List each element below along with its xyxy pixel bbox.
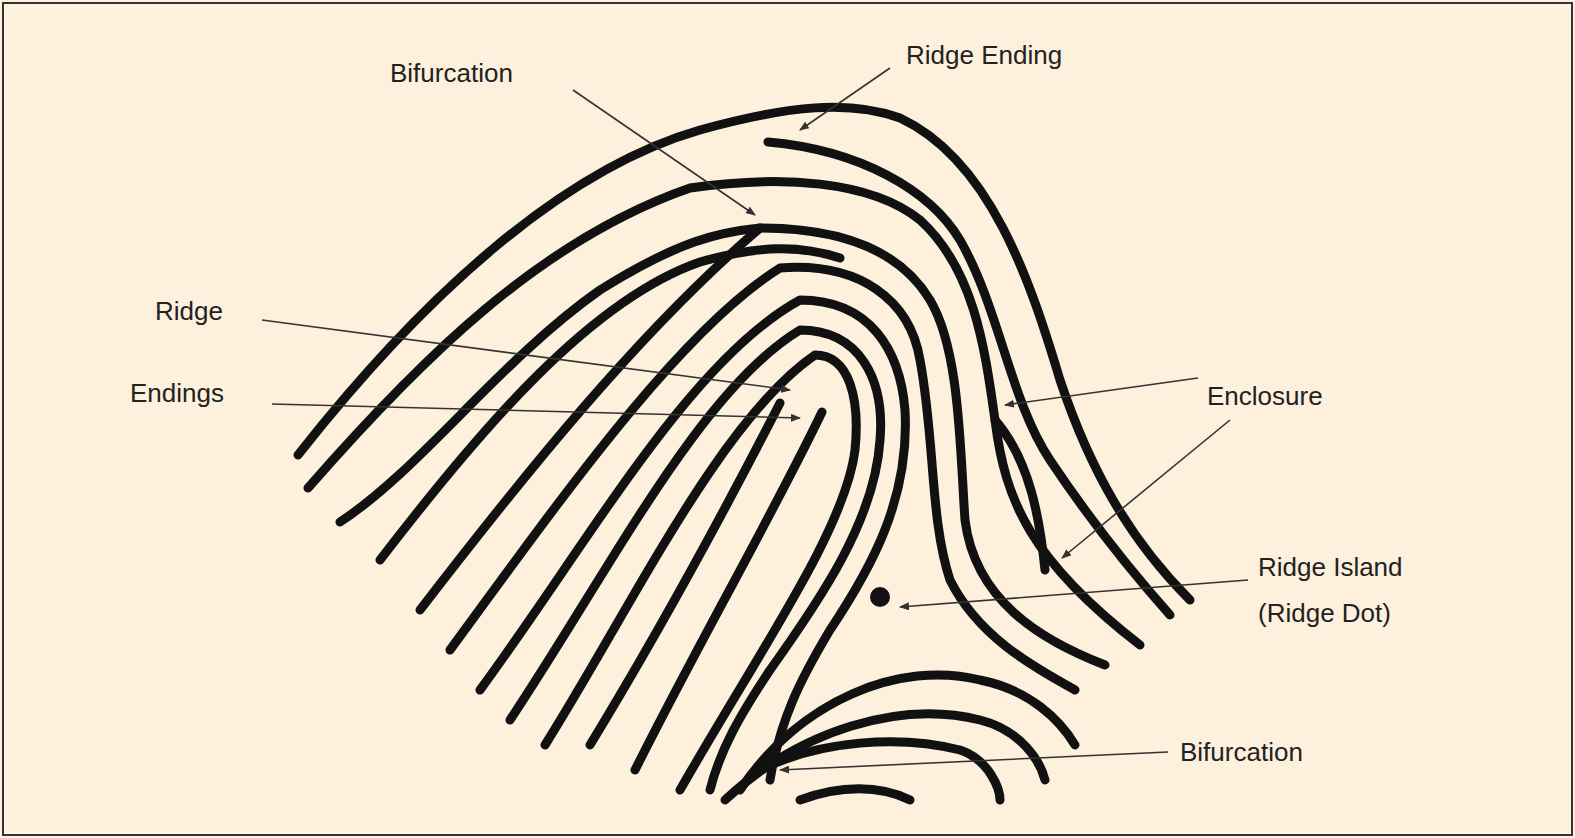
callout-label: Ridge <box>155 296 223 326</box>
callout-label: Bifurcation <box>1180 737 1303 767</box>
callout-label: Endings <box>130 378 224 408</box>
leader-lines <box>262 68 1248 770</box>
ridge-dot <box>870 587 890 607</box>
ridges <box>298 107 1190 800</box>
callout-label: Enclosure <box>1207 381 1323 411</box>
frame <box>3 3 1572 835</box>
callout-label: Bifurcation <box>390 58 513 88</box>
callout-label: Ridge Ending <box>906 40 1062 70</box>
callout-label: Ridge Island (Ridge Dot) <box>1258 544 1438 636</box>
